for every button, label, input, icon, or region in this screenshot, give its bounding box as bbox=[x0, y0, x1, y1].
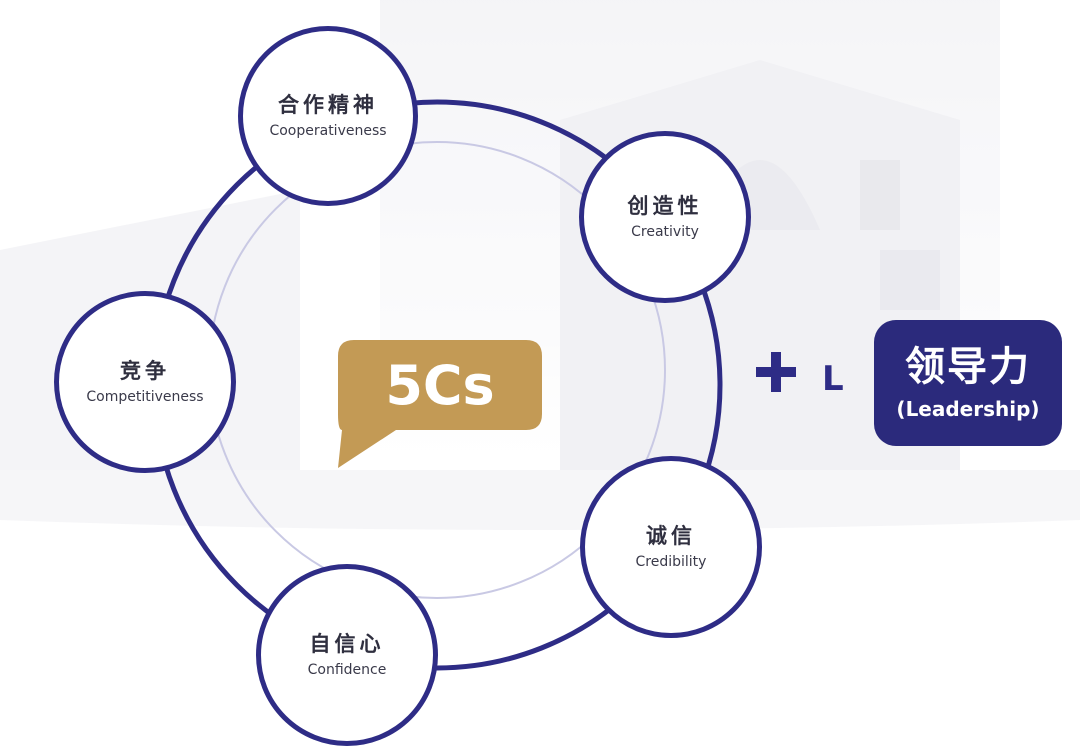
center-speech-bubble: 5Cs bbox=[338, 340, 542, 468]
node-credibility-zh: 诚信 bbox=[646, 524, 696, 549]
node-confidence-en: Confidence bbox=[307, 661, 387, 678]
node-confidence: 自信心 Confidence bbox=[256, 564, 438, 746]
node-creativity: 创造性 Creativity bbox=[579, 131, 751, 303]
node-confidence-zh: 自信心 bbox=[309, 632, 385, 657]
node-credibility-en: Credibility bbox=[635, 553, 707, 570]
node-competitiveness: 竞争 Competitiveness bbox=[54, 291, 236, 473]
node-creativity-zh: 创造性 bbox=[627, 194, 703, 219]
plus-icon bbox=[756, 352, 796, 392]
node-cooperativeness-en: Cooperativeness bbox=[269, 122, 387, 139]
node-competitiveness-zh: 竞争 bbox=[120, 359, 170, 384]
speech-bubble-shape bbox=[338, 340, 542, 468]
l-letter: L bbox=[822, 359, 844, 399]
node-creativity-en: Creativity bbox=[631, 223, 699, 240]
leadership-zh: 领导力 bbox=[905, 344, 1031, 390]
node-competitiveness-en: Competitiveness bbox=[86, 388, 204, 405]
center-label: 5Cs bbox=[385, 353, 495, 417]
node-cooperativeness: 合作精神 Cooperativeness bbox=[238, 26, 418, 206]
leadership-box: 领导力 (Leadership) bbox=[874, 320, 1062, 446]
leadership-en: (Leadership) bbox=[896, 397, 1040, 421]
node-cooperativeness-zh: 合作精神 bbox=[278, 93, 378, 118]
node-credibility: 诚信 Credibility bbox=[580, 456, 762, 638]
